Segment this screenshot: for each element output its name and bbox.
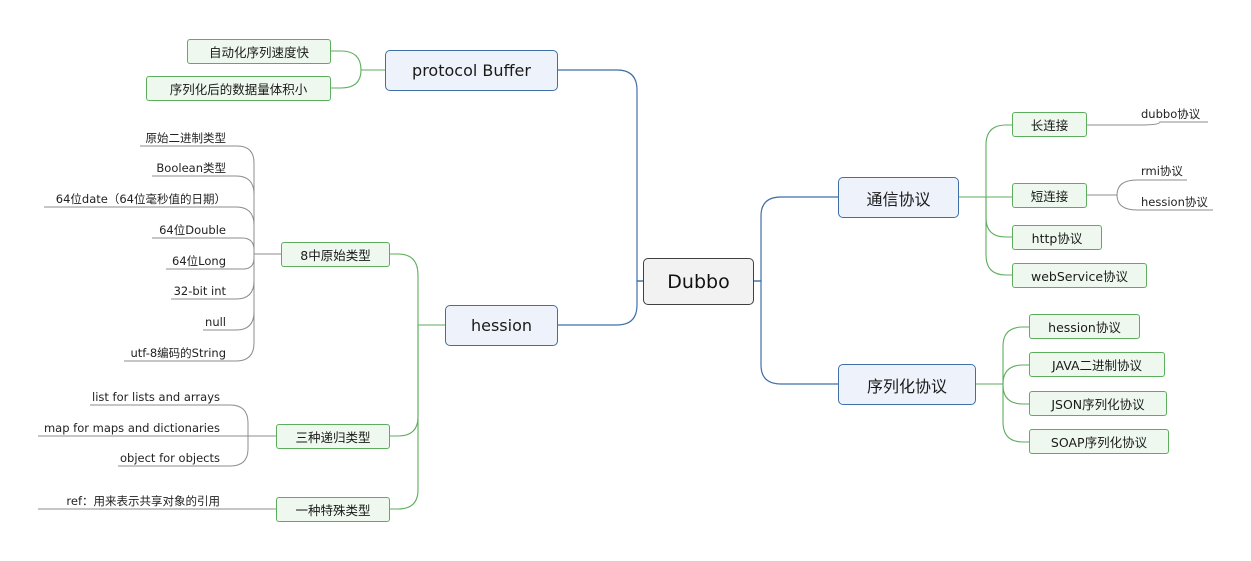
leaf-int: 32-bit int bbox=[173, 284, 226, 298]
node-ser-json[interactable]: JSON序列化协议 bbox=[1029, 391, 1167, 416]
leaf-map: map for maps and dictionaries bbox=[43, 421, 220, 435]
node-webservice-protocol[interactable]: webService协议 bbox=[1012, 263, 1147, 288]
node-small-size[interactable]: 序列化后的数据量体积小 bbox=[146, 76, 331, 101]
leaf-binary: 原始二进制类型 bbox=[145, 131, 227, 145]
leaf-boolean: Boolean类型 bbox=[156, 161, 226, 175]
node-serialization-protocol[interactable]: 序列化协议 bbox=[838, 364, 976, 405]
leaf-list: list for lists and arrays bbox=[92, 390, 220, 404]
leaf-object: object for objects bbox=[120, 451, 220, 465]
leaf-dubbo-protocol: dubbo协议 bbox=[1141, 107, 1201, 121]
node-fast-serialization[interactable]: 自动化序列速度快 bbox=[187, 39, 331, 64]
node-long-connection[interactable]: 长连接 bbox=[1012, 112, 1087, 137]
leaf-date: 64位date（64位毫秒值的日期） bbox=[55, 192, 226, 206]
node-http-protocol[interactable]: http协议 bbox=[1012, 225, 1102, 250]
leaf-hession-protocol: hession协议 bbox=[1141, 195, 1208, 209]
leaf-null: null bbox=[205, 315, 226, 329]
root-connectors bbox=[558, 69, 838, 385]
leaf-string: utf-8编码的String bbox=[130, 346, 226, 360]
node-hession[interactable]: hession bbox=[445, 305, 558, 346]
node-ser-hession[interactable]: hession协议 bbox=[1029, 314, 1140, 339]
leaf-rmi-protocol: rmi协议 bbox=[1141, 164, 1183, 178]
node-special-type[interactable]: 一种特殊类型 bbox=[276, 497, 390, 522]
leaf-ref: ref：用来表示共享对象的引用 bbox=[66, 494, 220, 508]
node-communication-protocol[interactable]: 通信协议 bbox=[838, 177, 959, 218]
node-short-connection[interactable]: 短连接 bbox=[1012, 183, 1087, 208]
leaf-double: 64位Double bbox=[159, 223, 226, 237]
leaf-connectors bbox=[38, 121, 1213, 510]
node-protocol-buffer[interactable]: protocol Buffer bbox=[385, 50, 558, 91]
node-ser-java-binary[interactable]: JAVA二进制协议 bbox=[1029, 352, 1165, 377]
node-primitive-types[interactable]: 8中原始类型 bbox=[281, 242, 390, 267]
branch-connectors bbox=[331, 50, 1029, 510]
leaf-long: 64位Long bbox=[172, 254, 226, 268]
node-ser-soap[interactable]: SOAP序列化协议 bbox=[1029, 429, 1169, 454]
root-node-dubbo[interactable]: Dubbo bbox=[643, 258, 754, 305]
node-recursive-types[interactable]: 三种递归类型 bbox=[276, 424, 390, 449]
